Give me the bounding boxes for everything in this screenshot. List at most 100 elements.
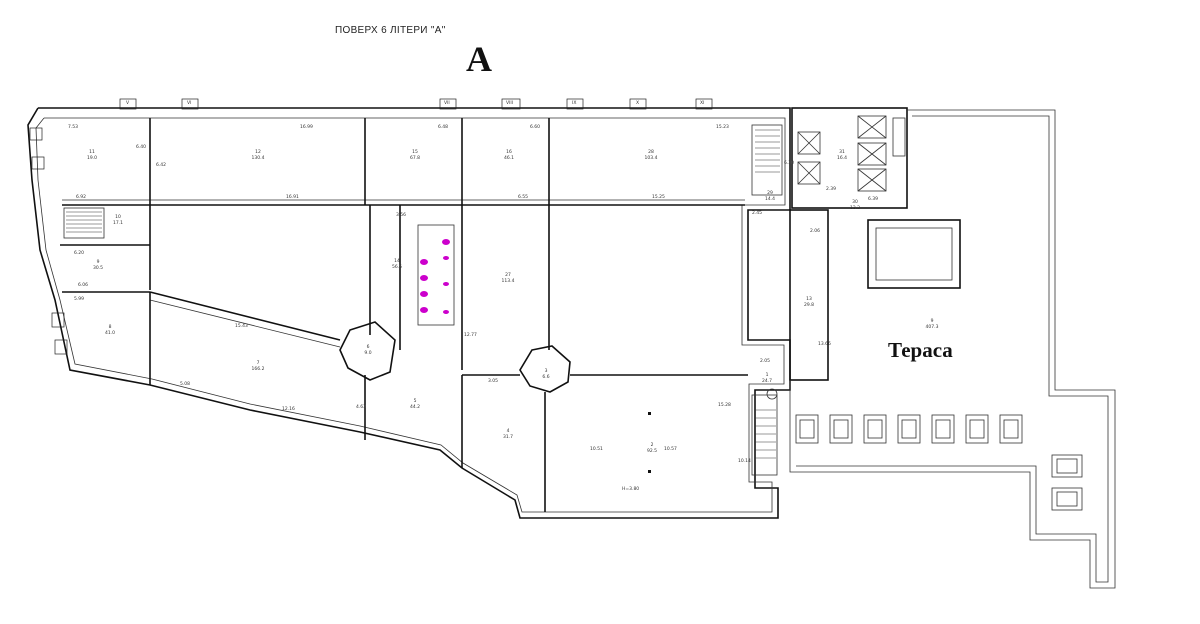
room-11-no: 11 — [89, 149, 95, 155]
dim-label: 3.56 — [396, 212, 406, 218]
room-1-area: 24.7 — [762, 378, 772, 384]
interior-walls — [60, 118, 783, 512]
toilet-fixtures — [420, 239, 450, 314]
dim-label: 6.20 — [74, 250, 84, 256]
dim-label: 15.28 — [718, 402, 731, 408]
dim-label: 2.06 — [810, 228, 820, 234]
dim-label: 10.14 — [738, 458, 751, 464]
terrace-room-no: 9 — [931, 318, 934, 324]
room-12-no: 12 — [255, 149, 261, 155]
building-letter: А — [466, 39, 492, 79]
terrace-outline — [789, 109, 1116, 589]
room-31-area: 16.4 — [837, 155, 847, 161]
room-3-area: 6.6 — [542, 374, 549, 380]
room-9-no: 9 — [97, 259, 100, 265]
room-10-area: 17.1 — [113, 220, 123, 226]
dim-label: 6.55 — [518, 194, 528, 200]
room-8-no: 8 — [109, 324, 112, 330]
dim-label: 6.39 — [868, 196, 878, 202]
numeral-x: X — [636, 100, 639, 106]
room-29-no: 29 — [767, 190, 773, 196]
dim-label: 16.91 — [286, 194, 299, 200]
terrace-outline-inner — [796, 115, 1109, 583]
room-12-area: 130.4 — [252, 155, 265, 161]
room-15-area: 67.8 — [410, 155, 420, 161]
room-14-area: 56.5 — [392, 264, 402, 270]
room-3-no: 3 — [545, 368, 548, 374]
room-7-area: 166.2 — [252, 366, 265, 372]
dim-label: 10.51 — [590, 446, 603, 452]
dim-label: 16.99 — [300, 124, 313, 130]
numeral-viii: VIII — [506, 100, 513, 106]
room-15-no: 15 — [412, 149, 418, 155]
dim-label: 7.53 — [68, 124, 78, 130]
room-1-no: 1 — [766, 372, 769, 378]
room-30-area: 12.2 — [850, 205, 860, 211]
stairs — [66, 129, 780, 459]
ceiling-height: H=3.80 — [622, 486, 639, 492]
dim-label: 13.66 — [818, 341, 831, 347]
room-27-area: 113.4 — [502, 278, 515, 284]
room-30-no: 30 — [852, 199, 858, 205]
dim-label: 15.43 — [235, 323, 248, 329]
dim-label: 15.23 — [716, 124, 729, 130]
room-7-no: 7 — [257, 360, 260, 366]
dim-label: 6.92 — [76, 194, 86, 200]
room-16-no: 16 — [506, 149, 512, 155]
room-4-no: 4 — [507, 428, 510, 434]
numeral-xi: XI — [700, 100, 704, 106]
room-13-no: 13 — [806, 296, 812, 302]
floor-title: ПОВЕРХ 6 ЛІТЕРИ "А" — [335, 25, 446, 36]
dim-label: 3.05 — [488, 378, 498, 384]
dim-label: 6.60 — [530, 124, 540, 130]
numeral-vii: VII — [444, 100, 450, 106]
room-28-no: 28 — [648, 149, 654, 155]
top-window-bays — [119, 98, 713, 110]
room-6-no: 6 — [367, 344, 370, 350]
corridor-13 — [789, 209, 829, 381]
terrace-room-area: 407.3 — [926, 324, 939, 330]
terrace-label: Тераса — [888, 338, 953, 362]
dim-label: 10.57 — [664, 446, 677, 452]
marker-dot — [648, 470, 651, 473]
room-9-area: 30.5 — [93, 265, 103, 271]
marker-circle — [766, 388, 778, 400]
room-5-no: 5 — [414, 398, 417, 404]
dim-label: 2.05 — [760, 358, 770, 364]
dim-label: 5.99 — [74, 296, 84, 302]
dim-label: 6.30 — [784, 160, 794, 166]
elevator-block — [791, 107, 908, 209]
room-13-area: 29.8 — [804, 302, 814, 308]
dim-label: 6.40 — [136, 144, 146, 150]
room-31-no: 31 — [839, 149, 845, 155]
room-4-area: 31.7 — [503, 434, 513, 440]
dim-label: 15.25 — [652, 194, 665, 200]
room-14-no: 14 — [394, 258, 400, 264]
dim-label: 6.48 — [438, 124, 448, 130]
marker-dot — [648, 412, 651, 415]
dimension-labels: 7.53 16.99 6.48 6.60 15.23 6.92 16.91 3.… — [68, 124, 878, 492]
outer-wall — [27, 107, 791, 519]
outer-wall-inner — [35, 117, 786, 513]
left-bays — [29, 127, 68, 355]
room-6-area: 9.0 — [364, 350, 371, 356]
room-28-area: 103.4 — [645, 155, 658, 161]
terrace-skylights — [795, 414, 1083, 511]
dim-label: 4.63 — [356, 404, 366, 410]
numeral-v: V — [126, 100, 130, 106]
room-5-area: 44.2 — [410, 404, 420, 410]
numeral-vi: VI — [187, 100, 191, 106]
room-2-no: 2 — [651, 442, 654, 448]
room-16-area: 46.1 — [504, 155, 514, 161]
dim-label: 5.08 — [180, 381, 190, 387]
dim-label: 6.06 — [78, 282, 88, 288]
dim-label: 2.39 — [826, 186, 836, 192]
dim-label: 6.42 — [156, 162, 166, 168]
room-10-no: 10 — [115, 214, 121, 220]
room-labels: 11 19.0 12 130.4 15 67.8 16 46.1 28 103.… — [87, 149, 939, 454]
room-27-no: 27 — [505, 272, 511, 278]
dim-label: 12.16 — [282, 406, 295, 412]
numeral-ix: IX — [572, 100, 576, 106]
room-11-area: 19.0 — [87, 155, 97, 161]
